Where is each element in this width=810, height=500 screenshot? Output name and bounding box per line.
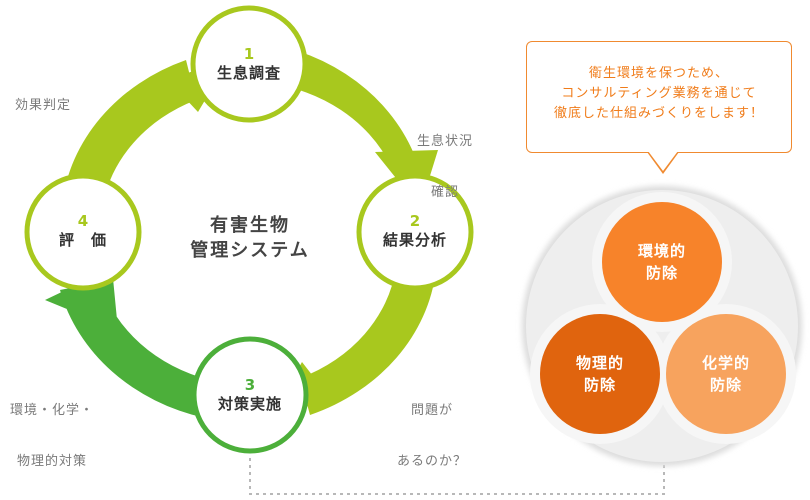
step-1-title: 生息調査 [216,64,281,82]
step-2-number: 2 [409,212,421,230]
step-4-title: 評 価 [58,231,107,249]
step-3-text: 3 対策実施 [200,376,300,414]
label-habitat-check: 生息状況 確認 [405,99,485,218]
venn-physical-line2: 防除 [583,376,616,394]
label-problem-line2: あるのか？ [396,454,467,469]
step-node-2 [356,173,474,291]
venn-circle-chemical [666,314,786,434]
callout-text: 衛生環境を保つため、 コンサルティング業務を通じて 徹底した仕組みづくりをします… [527,64,791,124]
center-title: 有害生物 管理システム [170,213,330,263]
arrow-1-to-2 [268,44,438,208]
label-problem: 問題が あるのか？ [382,368,482,487]
venn-circle-environmental [602,202,722,322]
venn-environmental-line2: 防除 [645,264,678,282]
venn-environmental-line1: 環境的 [637,242,686,260]
label-problem-line1: 問題が [410,403,453,418]
step-node-4 [24,173,142,291]
callout-line3: 徹底した仕組みづくりをします！ [553,106,764,121]
venn-physical-line1: 物理的 [575,354,624,372]
venn-chemical-line1: 化学的 [701,354,750,372]
step-2-text: 2 結果分析 [365,212,465,250]
venn-label-environmental: 環境的 防除 [612,240,712,284]
dashed-connector [249,455,665,495]
arrow-3-to-4 [45,268,210,418]
step-3-title: 対策実施 [217,395,282,413]
arrow-2-to-3 [270,268,436,418]
label-methods-line1: 環境・化学・ [9,403,94,418]
center-title-line2: 管理システム [190,240,310,261]
label-methods-line2: 物理的対策 [16,454,87,469]
step-4-number: 4 [77,212,89,230]
venn-circle-physical [540,314,660,434]
center-title-line1: 有害生物 [210,215,290,236]
callout-line2: コンサルティング業務を通じて [561,86,757,101]
arrow-4-to-1 [62,58,230,208]
callout-line1: 衛生環境を保つため、 [588,66,729,81]
venn-label-chemical: 化学的 防除 [676,352,776,396]
step-3-number: 3 [244,376,256,394]
label-habitat-check-line1: 生息状況 [416,134,473,149]
step-1-number: 1 [243,45,255,63]
venn-chemical-line2: 防除 [709,376,742,394]
step-4-text: 4 評 価 [33,212,133,250]
label-effect: 効果判定 [15,98,72,113]
step-2-title: 結果分析 [382,231,447,249]
venn-label-physical: 物理的 防除 [550,352,650,396]
step-1-text: 1 生息調査 [199,45,299,83]
step-node-3 [191,336,309,454]
callout-bubble: 衛生環境を保つため、 コンサルティング業務を通じて 徹底した仕組みづくりをします… [526,41,792,153]
step-node-1 [190,5,308,123]
label-methods: 環境・化学・ 物理的対策 [2,368,102,487]
callout-tail-fill [648,151,678,171]
label-habitat-check-line2: 確認 [430,185,459,200]
